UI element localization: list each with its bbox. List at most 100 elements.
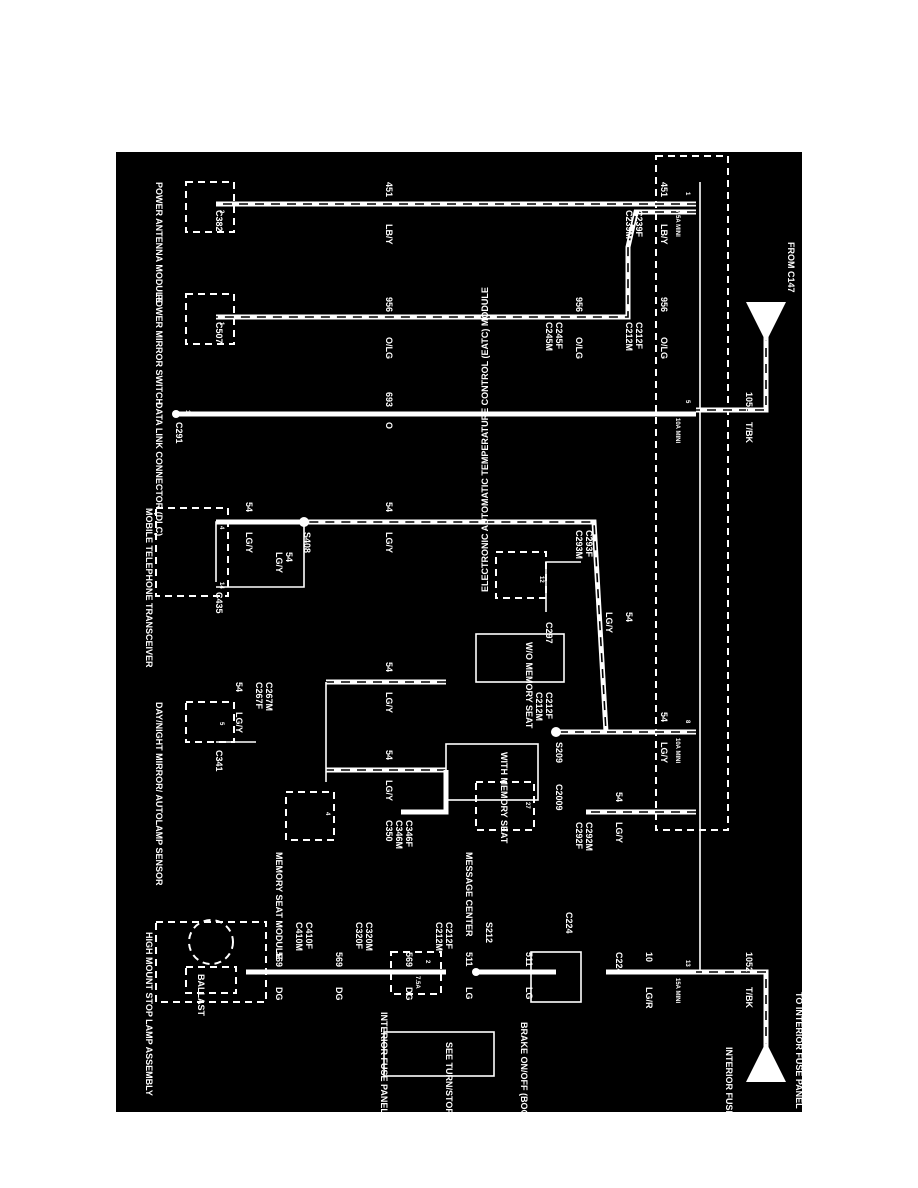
c320m-label: C320M: [364, 922, 374, 951]
wo-memory-box: [475, 633, 565, 683]
wire-956a-color: O/LG: [659, 337, 669, 359]
wire-1052-bb-stripe: [696, 332, 767, 411]
wire-451a-num: 451: [659, 182, 669, 197]
fuse-13-rating: 15A MINI: [674, 978, 680, 1003]
wire-54-memory-seat: [401, 770, 449, 815]
c341-label: C341: [214, 750, 224, 772]
memory-seat-box: [285, 791, 335, 841]
power-mirror-label: POWER MIRROR SWITCH: [154, 294, 164, 405]
s209-splice: [551, 727, 561, 737]
wire-511b-color: LG: [464, 987, 474, 1000]
memory-seat-label: MEMORY SEAT MODULE: [274, 852, 284, 959]
message-center-box: [475, 781, 535, 831]
phone-box: [155, 507, 229, 597]
wire-54-color-4: LG/Y: [604, 612, 614, 633]
wire-451a-color: LB/Y: [659, 224, 669, 245]
c245f-label: C245F: [554, 322, 564, 350]
wire-693-color: O: [384, 422, 394, 429]
wire-54-num-7: 54: [384, 750, 394, 760]
wire-54-color-9: LG/Y: [614, 822, 624, 843]
wire-54-color-7: LG/Y: [384, 780, 394, 801]
wire-1052a-color: T/BK: [744, 422, 754, 443]
wire-569b-color: DG: [334, 987, 344, 1001]
wire-569a-num: 569: [404, 952, 414, 967]
interior-fuse-panel-label: INTERIOR FUSE PANEL: [724, 1047, 734, 1112]
c212m-a-label: C212M: [624, 322, 634, 351]
c320f-label: C320F: [354, 922, 364, 950]
pin-14: 14: [218, 582, 224, 589]
see-turn-box: [383, 1031, 495, 1077]
with-memory-label: WITH MEMORY SEAT: [499, 752, 509, 844]
c245m-label: C245M: [544, 322, 554, 351]
wire-511b-num: 511: [464, 952, 474, 967]
wire-693-num: 693: [384, 392, 394, 407]
wire-10-num: 10: [644, 952, 654, 962]
wire-569c-color: DG: [274, 987, 284, 1001]
wire-569b-num: 569: [334, 952, 344, 967]
c410m-label: C410M: [294, 922, 304, 951]
interior-fuse-panel-2-label: INTERIOR FUSE PANEL: [379, 1012, 389, 1112]
message-center-label: MESSAGE CENTER: [464, 852, 474, 937]
to-interior-label: TO INTERIOR FUSE PANEL: [794, 992, 802, 1109]
pin-4: 4: [218, 526, 224, 530]
c292f-label: C292F: [574, 822, 584, 850]
pin-4b: 4: [324, 812, 330, 816]
pin-1: 1: [218, 322, 224, 326]
c346f-label: C346F: [404, 820, 414, 848]
fuse-2-num: 2: [424, 960, 430, 964]
s209-label: S209: [554, 742, 564, 763]
wire-54-color-6: LG/Y: [384, 692, 394, 713]
interior-fuse-panel-outline: [655, 155, 729, 831]
wire-569c-num: 569: [274, 952, 284, 967]
from-c147-label: FROM C147: [786, 242, 796, 293]
pin-16: 16: [184, 410, 190, 417]
power-mirror-box: [185, 293, 235, 345]
wire-511-color: LG: [524, 987, 534, 1000]
wire-956b-color: O/LG: [574, 337, 584, 359]
wire-54-num-3: 54: [284, 552, 294, 562]
ballast-box: [185, 966, 237, 994]
c2009-label: C2009: [554, 784, 564, 811]
wire-54-color-5: LG/Y: [659, 742, 669, 763]
brake-switch-label: BRAKE ON/OFF (BOO) SWITCH: [519, 1022, 529, 1112]
wire-956c-num: 956: [384, 297, 394, 312]
fuse-13-num: 13: [684, 960, 690, 967]
s212-splice: [472, 968, 480, 976]
wire-956b-num: 956: [574, 297, 584, 312]
s408-splice: [299, 517, 309, 527]
fuse-2-rating: 7.5A: [414, 976, 420, 989]
c293f-label: C293F: [584, 530, 594, 558]
wire-956c-color: O/LG: [384, 337, 394, 359]
wire-54-main: [304, 519, 696, 735]
wire-54-num-5: 54: [659, 712, 669, 722]
with-memory-box: [445, 743, 539, 801]
high-mount-label: HIGH MOUNT STOP LAMP ASSEMBLY: [144, 932, 154, 1096]
c239f-label: C239F: [634, 210, 644, 238]
c224-b-label: C224: [564, 912, 574, 934]
dlc-label: DATA LINK CONNECTOR (DLC): [154, 402, 164, 536]
c292m-label: C292M: [584, 822, 594, 851]
wire-54-main-stripe: [304, 521, 696, 733]
wire-1052b-num: 1052: [744, 952, 754, 972]
s212-label: S212: [484, 922, 494, 943]
c267f-label: C267F: [254, 682, 264, 710]
wire-1052a-num: 1052: [744, 392, 754, 412]
wire-54-num-4: 54: [624, 612, 634, 622]
wire-54-color-2: LG/Y: [244, 532, 254, 553]
wire-54-num-8: 54: [234, 682, 244, 692]
wire-54-num-6: 54: [384, 662, 394, 672]
wire-54-s408: [216, 522, 305, 588]
diagram-content: [155, 155, 786, 1082]
wire-451b-color: LB/Y: [384, 224, 394, 245]
wire-54-phone-branch: [215, 521, 304, 582]
pin-5: 5: [218, 722, 224, 726]
c507-label: C507: [214, 322, 224, 344]
c435-label: C435: [214, 592, 224, 614]
c212m-c-label: C212M: [434, 922, 444, 951]
c224-a-label: C224: [614, 952, 624, 974]
phone-label: MOBILE TELEPHONE TRANSCEIVER: [144, 508, 154, 668]
fuse-1-rating: 7.5A MINI: [674, 210, 680, 237]
fuse-5-num: 5: [684, 400, 690, 404]
cc-label: CC: [763, 1060, 774, 1074]
